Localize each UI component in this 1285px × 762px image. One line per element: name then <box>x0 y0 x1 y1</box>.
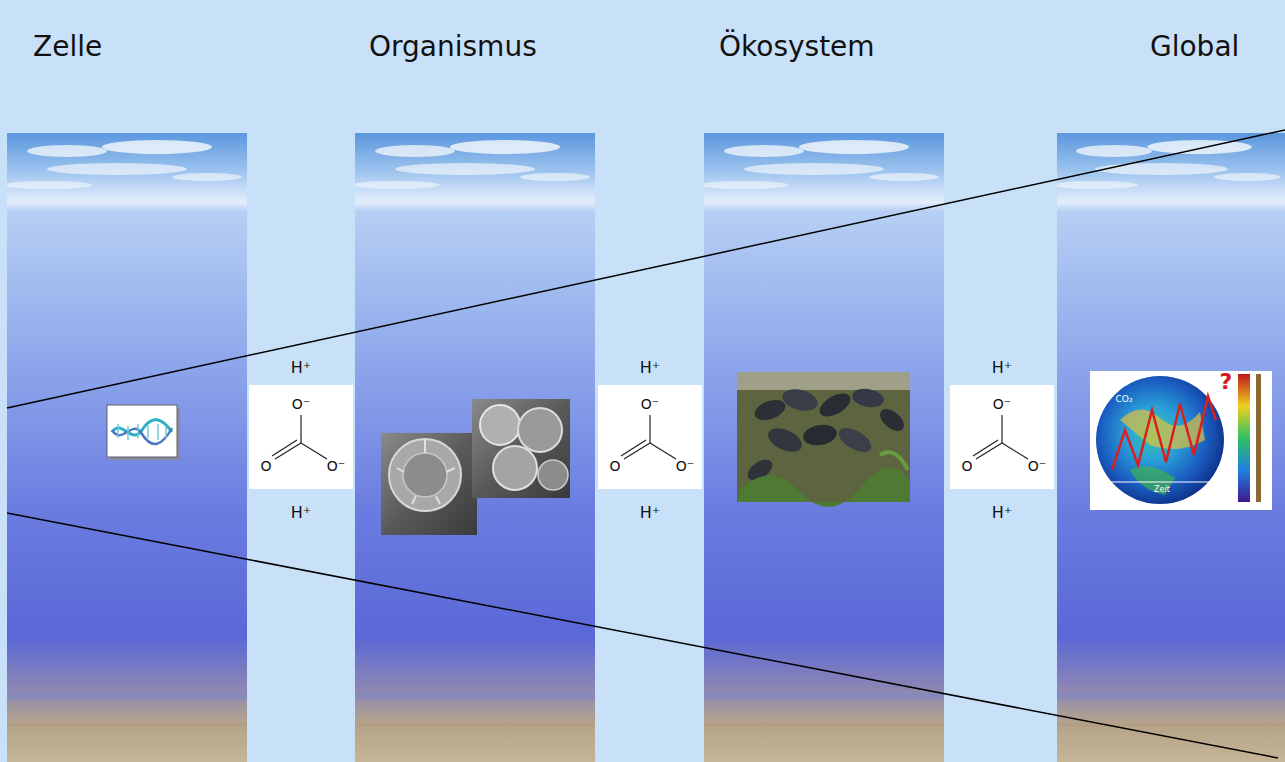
scale-panel: Organismus <box>355 133 595 762</box>
mussel-bed-photo-part <box>737 372 910 390</box>
question-mark: ? <box>1220 370 1233 394</box>
carbonate-box: O⁻ O O⁻ <box>598 385 702 489</box>
coccolith-micrographs-part <box>518 408 562 452</box>
mussel-bed-photo-part <box>752 396 788 424</box>
chemical-bond <box>272 440 297 456</box>
coccolith-micrographs-part <box>472 399 570 498</box>
ocean-panels-part <box>350 133 595 762</box>
proton-label: H⁺ <box>640 504 660 522</box>
mussel-bed-photo <box>737 372 910 507</box>
mussel-bed-photo-part <box>780 386 820 415</box>
globe-chart-part <box>1238 374 1250 502</box>
atom-label: O⁻ <box>1028 459 1046 474</box>
atom-label: O⁻ <box>292 397 310 412</box>
chemical-bond <box>300 415 301 443</box>
coccolith-micrographs-part <box>381 433 477 535</box>
carbonate-box: O⁻ O O⁻ <box>950 385 1054 489</box>
atom-label: O <box>260 459 271 474</box>
ocean-panels-part <box>699 133 944 762</box>
proton-label: H⁺ <box>291 504 311 522</box>
atom-label: O⁻ <box>676 459 694 474</box>
chemical-bond <box>973 440 998 456</box>
globe-chart-part <box>1090 371 1272 510</box>
atom-label: O⁻ <box>327 459 345 474</box>
globe-chart <box>1090 371 1272 510</box>
atom-label: O⁻ <box>641 397 659 412</box>
globe-chart-part <box>1108 482 1216 483</box>
coccolith-micrographs-part <box>538 460 568 490</box>
scale-panel: Zelle <box>7 133 247 762</box>
globe-chart-part <box>1130 466 1175 495</box>
time-axis-label: Zeit <box>1154 486 1170 495</box>
chemical-bond <box>301 443 327 459</box>
mussel-bed-photo-part <box>764 423 805 456</box>
globe-chart-part <box>1112 396 1216 470</box>
proton-label: H⁺ <box>992 504 1012 522</box>
scale-heading: Zelle <box>33 30 102 64</box>
mussel-bed-photo-part <box>816 389 854 422</box>
scale-heading: Ökosystem <box>719 30 875 64</box>
chemical-bond <box>1002 443 1028 459</box>
mussel-bed-photo-part <box>880 452 908 470</box>
funnel-lines-part <box>7 513 1278 758</box>
globe-chart-part <box>1096 376 1224 504</box>
dna-icon-part <box>107 405 177 457</box>
atom-label: O <box>961 459 972 474</box>
dna-icon <box>107 405 180 460</box>
atom-label: O⁻ <box>993 397 1011 412</box>
mussel-bed-photo-part <box>737 468 910 507</box>
mussel-bed-photo-part <box>802 422 839 448</box>
globe-chart-part <box>1120 409 1205 449</box>
ocean-panels <box>2 133 1285 762</box>
proton-label: H⁺ <box>291 359 311 377</box>
proton-label: H⁺ <box>992 359 1012 377</box>
dna-icon-part <box>112 428 172 444</box>
dna-icon-part <box>118 424 166 440</box>
funnel-lines-part <box>7 130 1285 408</box>
ocean-panels-part <box>2 133 247 762</box>
coccolith-micrographs <box>381 399 570 535</box>
chemical-bond <box>621 440 646 456</box>
mussel-bed-photo-part <box>835 423 875 457</box>
funnel-lines <box>7 130 1285 758</box>
chemical-bond <box>650 443 676 459</box>
coccolith-micrographs-part <box>493 446 537 490</box>
scale-heading: Organismus <box>369 30 537 64</box>
coccolith-micrographs-part <box>480 405 520 445</box>
scale-panel: Ökosystem <box>704 133 944 762</box>
coccolith-micrographs-part <box>403 453 447 497</box>
scale-heading: Global <box>1150 30 1239 64</box>
ocean-panels-part <box>1052 133 1285 762</box>
globe-chart-part <box>1256 374 1261 502</box>
mussel-bed-photo-part <box>851 386 886 409</box>
carbonate-box: O⁻ O O⁻ <box>249 385 353 489</box>
chemical-bond <box>1001 415 1002 443</box>
co2-label: CO₂ <box>1116 395 1133 405</box>
coccolith-micrographs-part <box>397 440 455 504</box>
mussel-bed-photo-part <box>876 405 908 435</box>
coccolith-micrographs-part <box>389 439 461 511</box>
chemical-bond <box>649 415 650 443</box>
scale-panel: Global <box>1057 133 1285 762</box>
proton-label: H⁺ <box>640 359 660 377</box>
atom-label: O <box>609 459 620 474</box>
